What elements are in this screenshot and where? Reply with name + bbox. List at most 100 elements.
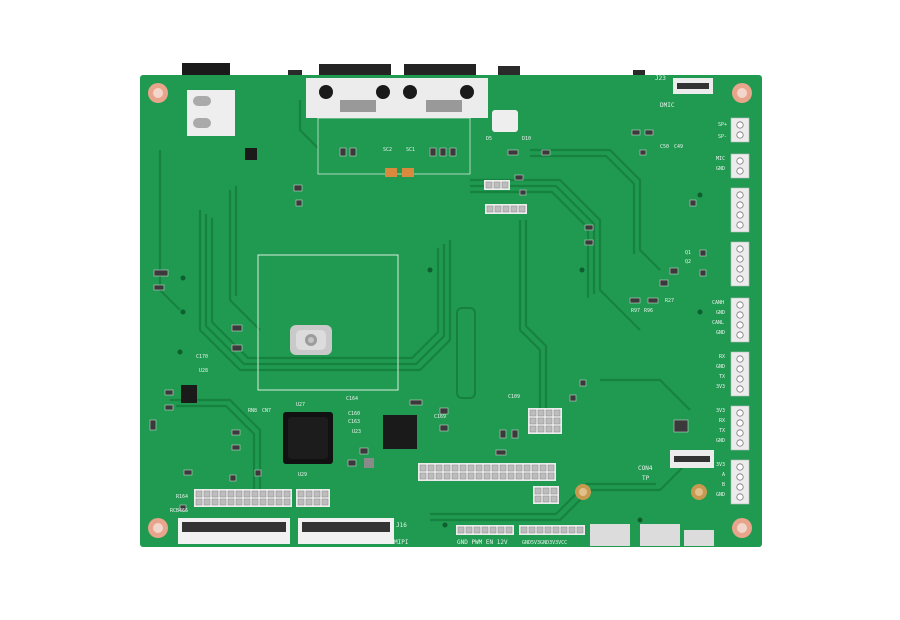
label-rx2: RX bbox=[719, 418, 725, 424]
header-pin bbox=[542, 487, 550, 495]
header-pin bbox=[467, 464, 475, 472]
header-pin bbox=[195, 498, 203, 506]
terminal-screw bbox=[736, 265, 744, 273]
label-can-gnd1: GND bbox=[716, 310, 725, 316]
label-con4: CON4 bbox=[638, 465, 653, 472]
header-pin bbox=[275, 498, 283, 506]
label-sp-plus: SP+ bbox=[718, 122, 727, 128]
header-pin bbox=[545, 425, 553, 433]
header-pin bbox=[545, 417, 553, 425]
label-3v3-usb: 3V3 bbox=[716, 462, 725, 468]
smd-part bbox=[153, 284, 165, 291]
label-c169: C169 bbox=[434, 414, 446, 420]
heatsink-mount bbox=[290, 325, 332, 355]
label-3v3-uart1: 3V3 bbox=[716, 384, 725, 390]
header-pin bbox=[501, 181, 509, 189]
header-pin bbox=[211, 498, 219, 506]
header-pin bbox=[568, 526, 576, 534]
label-sp-minus: SP- bbox=[718, 134, 727, 140]
label-rn8: RN8 bbox=[248, 408, 257, 414]
smd-part bbox=[429, 147, 437, 157]
label-mipi: MIPI bbox=[394, 539, 409, 546]
header-pin bbox=[305, 490, 313, 498]
smd-part bbox=[409, 399, 423, 406]
header-pin bbox=[297, 498, 305, 506]
header-pin bbox=[491, 464, 499, 472]
header-pin bbox=[531, 464, 539, 472]
terminal-screw bbox=[736, 301, 744, 309]
label-cn7: CN7 bbox=[262, 408, 271, 414]
label-tp: TP bbox=[642, 475, 650, 482]
header-pin bbox=[475, 464, 483, 472]
smd-part bbox=[629, 297, 641, 304]
header-pin bbox=[483, 472, 491, 480]
header-pin bbox=[321, 498, 329, 506]
smd-part bbox=[639, 149, 647, 156]
header-pin bbox=[531, 472, 539, 480]
smd-part bbox=[254, 469, 262, 477]
terminal-screw bbox=[736, 385, 744, 393]
mipi-fpc-pads bbox=[194, 489, 292, 507]
header-pin bbox=[499, 464, 507, 472]
terminal-screw bbox=[736, 311, 744, 319]
header-pin bbox=[203, 498, 211, 506]
io-header bbox=[519, 525, 585, 535]
header-pin bbox=[227, 498, 235, 506]
terminal-screw bbox=[736, 191, 744, 199]
header-pin bbox=[297, 490, 305, 498]
label-power-header: GND PWM EN 12V bbox=[457, 539, 508, 546]
label-u29: U29 bbox=[298, 472, 307, 478]
smd-part bbox=[439, 424, 449, 432]
header-pin bbox=[275, 490, 283, 498]
smd-part bbox=[511, 429, 519, 439]
header-pin bbox=[195, 490, 203, 498]
label-gnd-uart1: GND bbox=[716, 364, 725, 370]
header-pin bbox=[235, 490, 243, 498]
via bbox=[180, 309, 186, 315]
smd-part bbox=[231, 444, 241, 451]
silkscreen-labels: J23 DMIC CON4 TP J16 MIPI GND PWM EN 12V… bbox=[170, 75, 691, 546]
speaker-terminal bbox=[730, 117, 750, 143]
label-rx1: RX bbox=[719, 354, 725, 360]
header-pin bbox=[475, 472, 483, 480]
label-a: A bbox=[722, 472, 725, 478]
header-pin bbox=[537, 425, 545, 433]
label-c163: C163 bbox=[348, 419, 360, 425]
header-pin bbox=[539, 464, 547, 472]
header-pin bbox=[550, 487, 558, 495]
header-pin bbox=[499, 472, 507, 480]
terminal-block-a bbox=[730, 187, 750, 233]
header-pin bbox=[251, 490, 259, 498]
smd-part bbox=[631, 129, 641, 136]
label-u28: U28 bbox=[199, 368, 208, 374]
header-pin bbox=[203, 490, 211, 498]
terminal-screw bbox=[736, 463, 744, 471]
smd-part bbox=[293, 184, 303, 192]
header-pin bbox=[491, 472, 499, 480]
terminal-screw bbox=[736, 131, 744, 139]
header-pin bbox=[547, 464, 555, 472]
smd-part bbox=[495, 449, 507, 456]
header-pin bbox=[523, 464, 531, 472]
smd-part bbox=[349, 147, 357, 157]
label-d10: D10 bbox=[522, 136, 531, 142]
smd-part bbox=[439, 407, 449, 415]
can-terminal bbox=[730, 297, 750, 343]
label-canh: CANH bbox=[712, 300, 724, 306]
mounting-holes bbox=[148, 83, 752, 538]
pin-headers bbox=[194, 180, 585, 535]
header-pin bbox=[489, 526, 497, 534]
label-r97: R97 bbox=[631, 308, 640, 314]
via bbox=[637, 517, 643, 523]
terminal-screw bbox=[736, 375, 744, 383]
misc-pads bbox=[296, 489, 330, 507]
smd-part bbox=[514, 174, 524, 181]
header-pin bbox=[321, 490, 329, 498]
header-pin bbox=[515, 464, 523, 472]
terminal-screw bbox=[736, 167, 744, 175]
terminal-screw bbox=[736, 221, 744, 229]
label-canl: CANL bbox=[712, 320, 724, 326]
label-3v3-uart2: 3V3 bbox=[716, 408, 725, 414]
header-pin bbox=[485, 181, 493, 189]
label-d5: D5 bbox=[486, 136, 492, 142]
